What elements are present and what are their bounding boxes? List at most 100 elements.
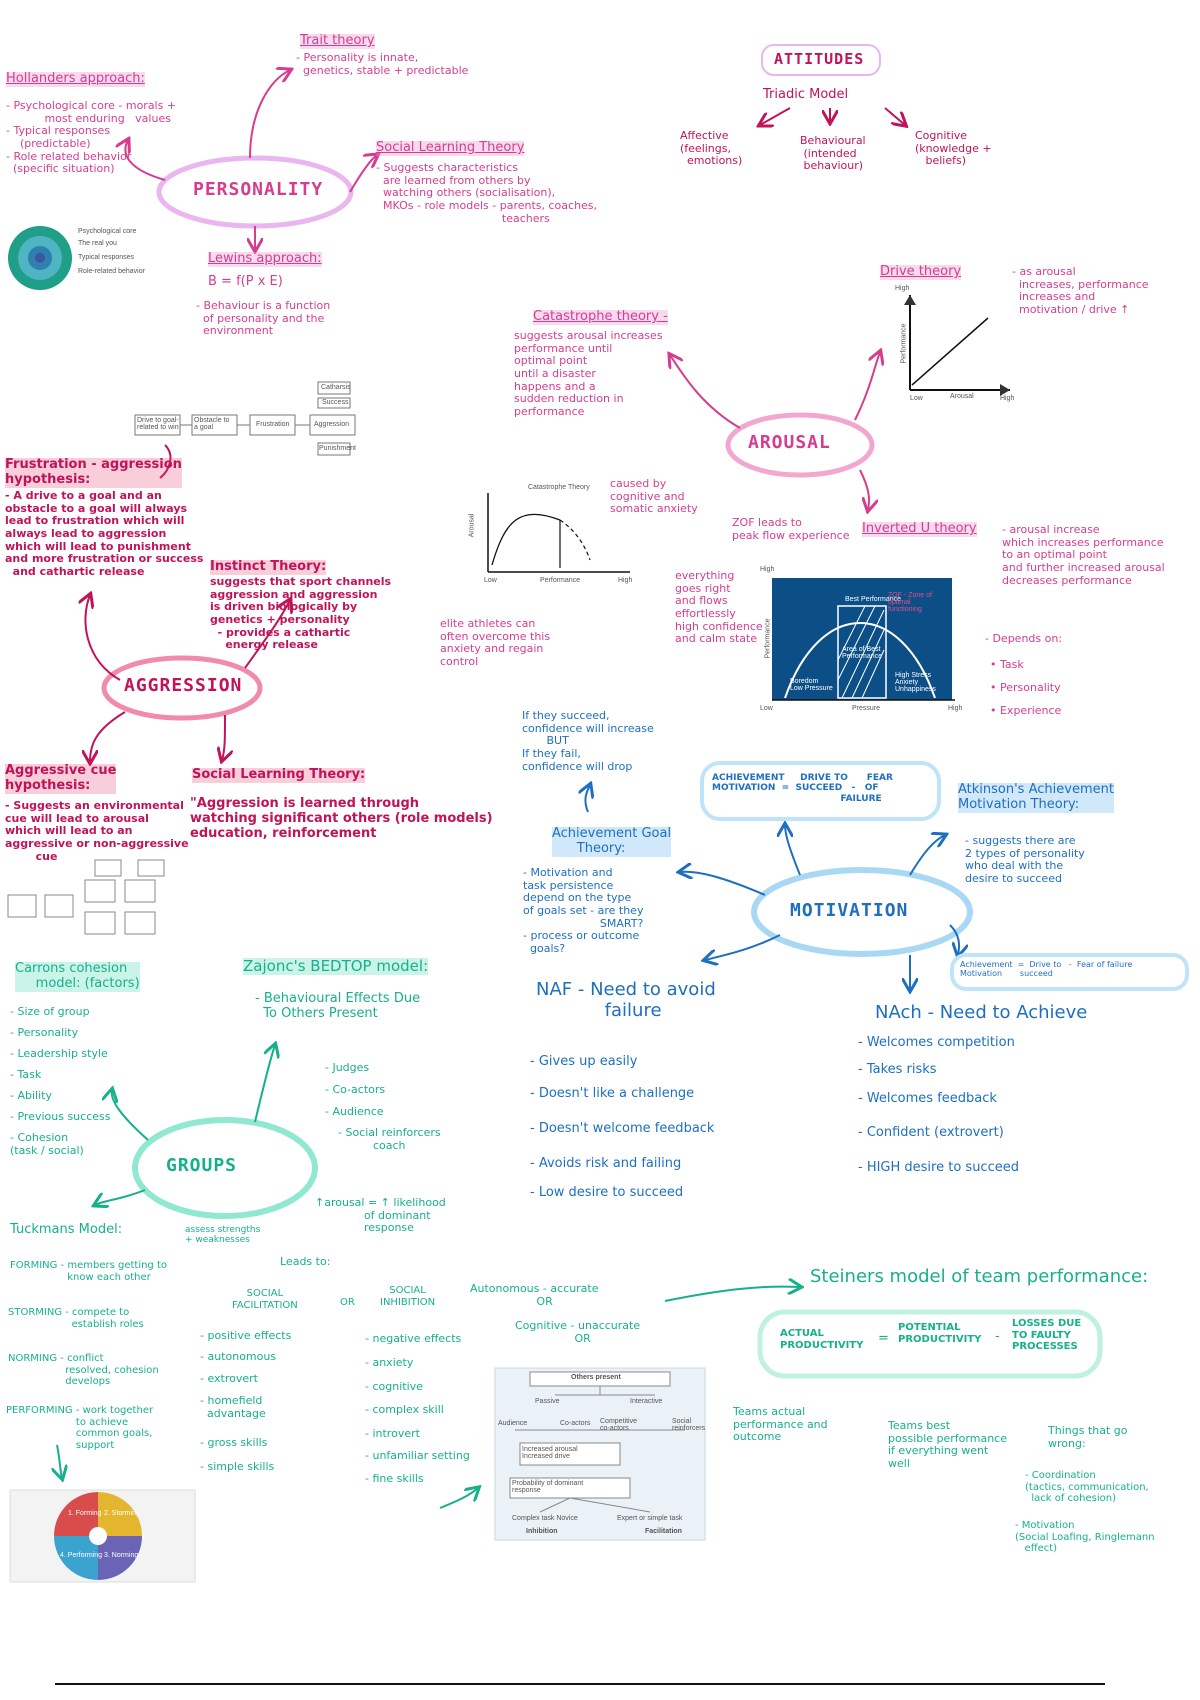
zajonc-fig-interactive: Interactive xyxy=(630,1398,663,1405)
or-label: OR xyxy=(340,1297,355,1308)
naf-item: - Avoids risk and failing xyxy=(530,1156,682,1171)
fa-chart-node: Success xyxy=(322,399,349,406)
zajonc-fig-complex: Complex task Novice xyxy=(512,1515,578,1522)
carron-item: - Personality xyxy=(10,1026,79,1039)
inhibition-item: - fine skills xyxy=(365,1472,424,1485)
inverted-boredom-label: Boredom Low Pressure xyxy=(790,678,833,692)
aggressive-cue-text: - Suggests an environmental cue will lea… xyxy=(5,799,189,863)
facilitation-item: - homefield advantage xyxy=(200,1394,266,1420)
steiner-losses: LOSSES DUE TO FAULTY PROCESSES xyxy=(1012,1318,1082,1352)
caused-by-text: caused by cognitive and somatic anxiety xyxy=(610,477,698,516)
drive-axis-x: Arousal xyxy=(950,393,974,400)
depends-on-label: - Depends on: xyxy=(985,632,1063,645)
catastrophe-text: suggests arousal increases performance u… xyxy=(514,329,663,418)
catastrophe-axis-y: Arousal xyxy=(468,513,476,538)
connector-arrow xyxy=(949,924,959,955)
connector-arrow xyxy=(760,107,791,125)
inverted-u-title: Inverted U theory xyxy=(862,521,977,537)
connector-arrow xyxy=(909,835,945,876)
fa-chart-node: Drive to goal- related to win xyxy=(137,417,179,431)
agt-text: - Motivation and task persistence depend… xyxy=(523,866,644,955)
fa-chart-node: Punishment xyxy=(319,445,356,452)
inverted-axis-low: Low xyxy=(760,705,773,712)
nach-item: - Welcomes competition xyxy=(858,1035,1015,1050)
nach-item: - Takes risks xyxy=(858,1062,937,1077)
steiner-losses-item: - Motivation (Social Loafing, Ringlemann… xyxy=(1015,1520,1155,1554)
drive-axis-y: Performance xyxy=(900,323,908,364)
achievement-formula-2: Achievement = Drive to - Fear of failure… xyxy=(960,960,1133,979)
tuckman-norming: NORMING - conflict resolved, cohesion de… xyxy=(8,1353,159,1387)
inverted-u-chart xyxy=(772,578,955,701)
slt-personality-text: - Suggests characteristics are learned f… xyxy=(376,161,598,225)
drive-axis-low: Low xyxy=(910,395,923,402)
facilitation-item: - simple skills xyxy=(200,1460,275,1473)
tuckman-figure xyxy=(9,1489,196,1583)
groups-title: GROUPS xyxy=(166,1155,238,1176)
tuckman-forming: FORMING - members getting to know each o… xyxy=(10,1260,168,1283)
connector-arrow xyxy=(57,1444,62,1478)
connector-arrow xyxy=(585,785,590,813)
catastrophe-axis-low: Low xyxy=(484,577,497,584)
connector-arrow xyxy=(705,934,781,960)
trait-theory-text: - Personality is innate, genetics, stabl… xyxy=(296,51,469,77)
catastrophe-axis-x: Performance xyxy=(540,577,581,584)
aggressive-cue-chart xyxy=(7,859,165,935)
hollander-fig-label: Psychological core xyxy=(78,228,137,235)
inverted-axis-x: Pressure xyxy=(852,705,881,712)
nach-item: - Welcomes feedback xyxy=(858,1091,997,1106)
achievement-formula2-box xyxy=(950,953,1189,991)
inverted-u-text: - arousal increase which increases perfo… xyxy=(1002,523,1165,587)
zajonc-fig-title: Others present xyxy=(571,1374,621,1381)
facilitation-item: - gross skills xyxy=(200,1436,268,1449)
connector-arrow xyxy=(112,1090,149,1141)
inverted-axis-high: High xyxy=(760,566,775,573)
connector-arrow xyxy=(159,444,172,479)
zajonc-sub: - Behavioural Effects Due To Others Pres… xyxy=(255,991,421,1021)
inverted-axis-y: Performance xyxy=(764,618,772,659)
naf-item: - Low desire to succeed xyxy=(530,1185,684,1200)
leads-to-label: Leads to: xyxy=(280,1255,331,1268)
arousal-title: AROUSAL xyxy=(748,432,831,453)
fa-chart-node: Aggression xyxy=(314,421,350,428)
aggression-title: AGGRESSION xyxy=(124,675,243,696)
carron-item: - Cohesion (task / social) xyxy=(10,1131,84,1157)
zajonc-fig-passive: Passive xyxy=(535,1398,560,1405)
groups-cloud xyxy=(132,1117,318,1219)
facilitation-title: SOCIAL FACILITATION xyxy=(232,1288,298,1311)
trait-theory-title: Trait theory xyxy=(300,33,375,49)
steiner-potential-note: Teams best possible performance if every… xyxy=(888,1419,1007,1470)
aggression-cloud xyxy=(101,655,263,721)
tuckman-fig-label: 1. Forming xyxy=(68,1510,102,1517)
attitudes-box xyxy=(761,44,881,76)
zajonc-fig-competitive: Competitive co-actors xyxy=(600,1418,637,1432)
depends-item: • Experience xyxy=(990,704,1062,717)
steiner-losses-item: - Coordination (tactics, communication, … xyxy=(1025,1470,1149,1504)
nach-item: - HIGH desire to succeed xyxy=(858,1160,1019,1175)
lewin-title: Lewins approach: xyxy=(208,251,322,267)
steiner-actual-note: Teams actual performance and outcome xyxy=(733,1405,828,1444)
connector-arrow xyxy=(222,714,225,760)
inverted-area-label: Area of Best Performance xyxy=(842,646,883,660)
steiner-equals: = xyxy=(878,1331,889,1346)
connector-arrow xyxy=(249,70,290,159)
flow-text: everything goes right and flows effortle… xyxy=(675,569,763,646)
carron-item: - Task xyxy=(10,1068,42,1081)
achievement-formula-box xyxy=(700,761,941,821)
tuckman-fig-label: 2. Storming xyxy=(104,1510,140,1517)
zajonc-item: - Audience xyxy=(325,1105,384,1118)
connector-arrow xyxy=(854,352,880,421)
inhibition-item: - anxiety xyxy=(365,1356,414,1369)
depends-item: • Personality xyxy=(990,681,1061,694)
zajonc-fig-coactors: Co-actors xyxy=(560,1420,591,1427)
drive-theory-title: Drive theory xyxy=(880,264,962,280)
fa-chart-node: Obstacle to a goal xyxy=(194,417,230,431)
connector-arrow xyxy=(125,140,166,181)
tuckman-fig-label: 3. Norming xyxy=(104,1552,139,1559)
aggressive-cue-title: Aggressive cue hypothesis: xyxy=(5,763,117,794)
motivation-cloud xyxy=(751,867,973,957)
inhibition-item: - introvert xyxy=(365,1427,420,1440)
slt-aggression-title: Social Learning Theory: xyxy=(192,767,366,783)
tuckman-performing: PERFORMING - work together to achieve co… xyxy=(6,1405,154,1451)
hollander-fig-label: The real you xyxy=(78,240,117,247)
